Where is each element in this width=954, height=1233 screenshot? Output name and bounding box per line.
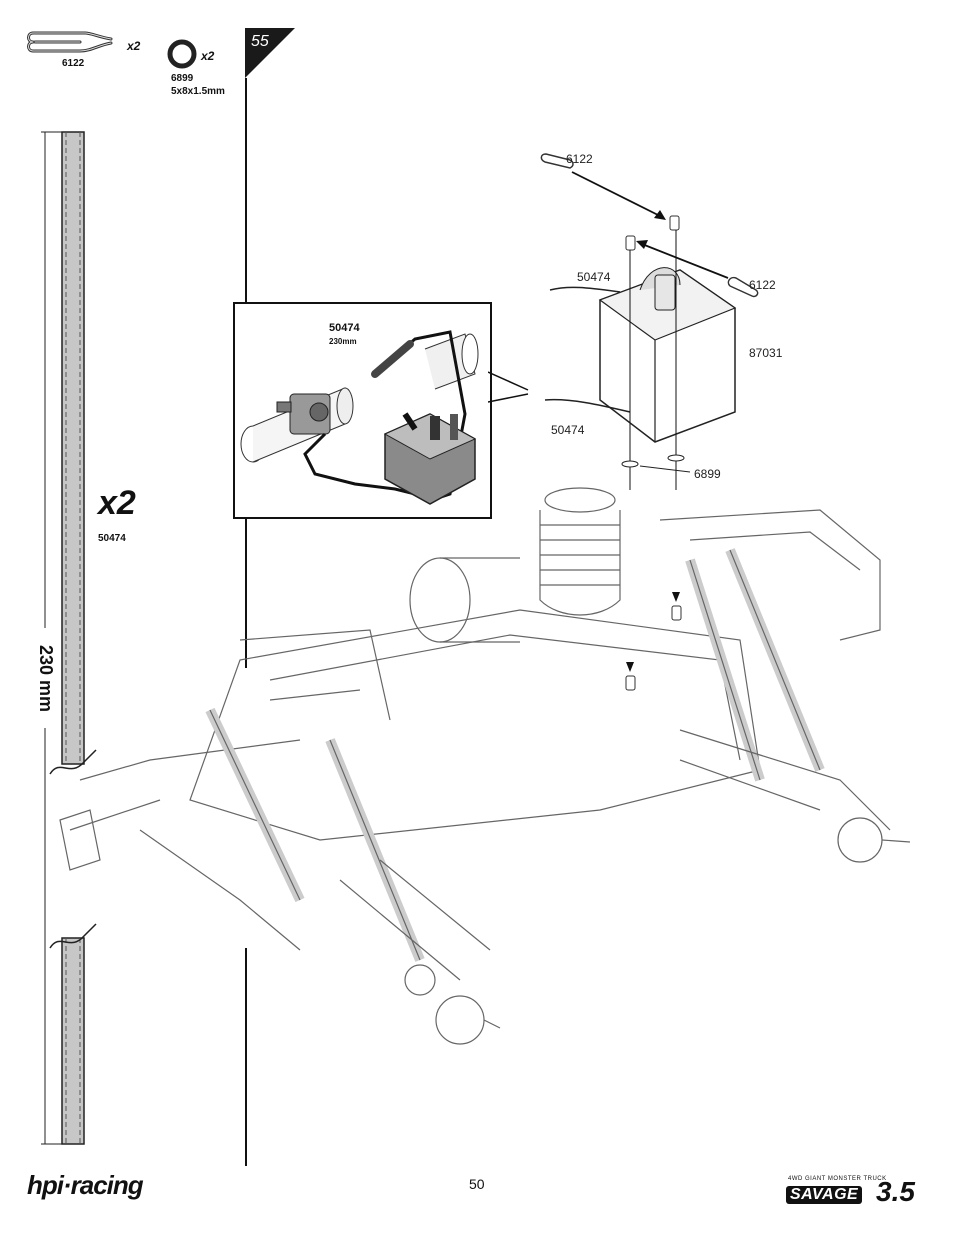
inset-engine-receiver-drawing — [240, 330, 479, 505]
hpi-racing-logo: hpi·racing — [27, 1170, 144, 1200]
callout-tube-upper: 50474 — [577, 270, 611, 284]
part-size-6899: 5x8x1.5mm — [171, 86, 225, 97]
callout-receiver-box: 87031 — [749, 346, 783, 360]
product-tagline: 4WD GIANT MONSTER TRUCK — [788, 1176, 887, 1182]
body-clip-icon — [27, 31, 113, 53]
inset-part-number: 50474 — [329, 322, 360, 334]
callout-tube-lower: 50474 — [551, 423, 585, 437]
product-name: SAVAGE — [786, 1186, 863, 1204]
tube-qty: x2 — [98, 484, 136, 522]
callout-clip-right: 6122 — [749, 278, 776, 292]
step-divider-lower — [245, 948, 247, 1166]
inset-leader — [488, 371, 529, 403]
part-qty-6122: x2 — [127, 39, 141, 53]
receiver-box-exploded-view — [540, 153, 759, 490]
callout-clip-top: 6122 — [566, 152, 593, 166]
truck-chassis-illustration — [59, 487, 911, 1045]
tube-part-number: 50474 — [98, 533, 126, 544]
antenna-tube-actual-size — [41, 131, 97, 1145]
part-qty-6899: x2 — [201, 49, 215, 63]
part-number-6122: 6122 — [62, 58, 85, 69]
product-number: 3.5 — [876, 1176, 915, 1207]
step-badge — [245, 28, 295, 78]
step-number: 55 — [251, 33, 269, 50]
savage-product-logo: 4WD GIANT MONSTER TRUCK SAVAGE 3.5 — [786, 1176, 924, 1210]
callout-oring: 6899 — [694, 467, 721, 481]
page-number: 50 — [469, 1176, 485, 1192]
part-number-6899: 6899 — [171, 73, 194, 84]
inset-length: 230mm — [329, 337, 357, 346]
o-ring-icon — [167, 39, 197, 69]
